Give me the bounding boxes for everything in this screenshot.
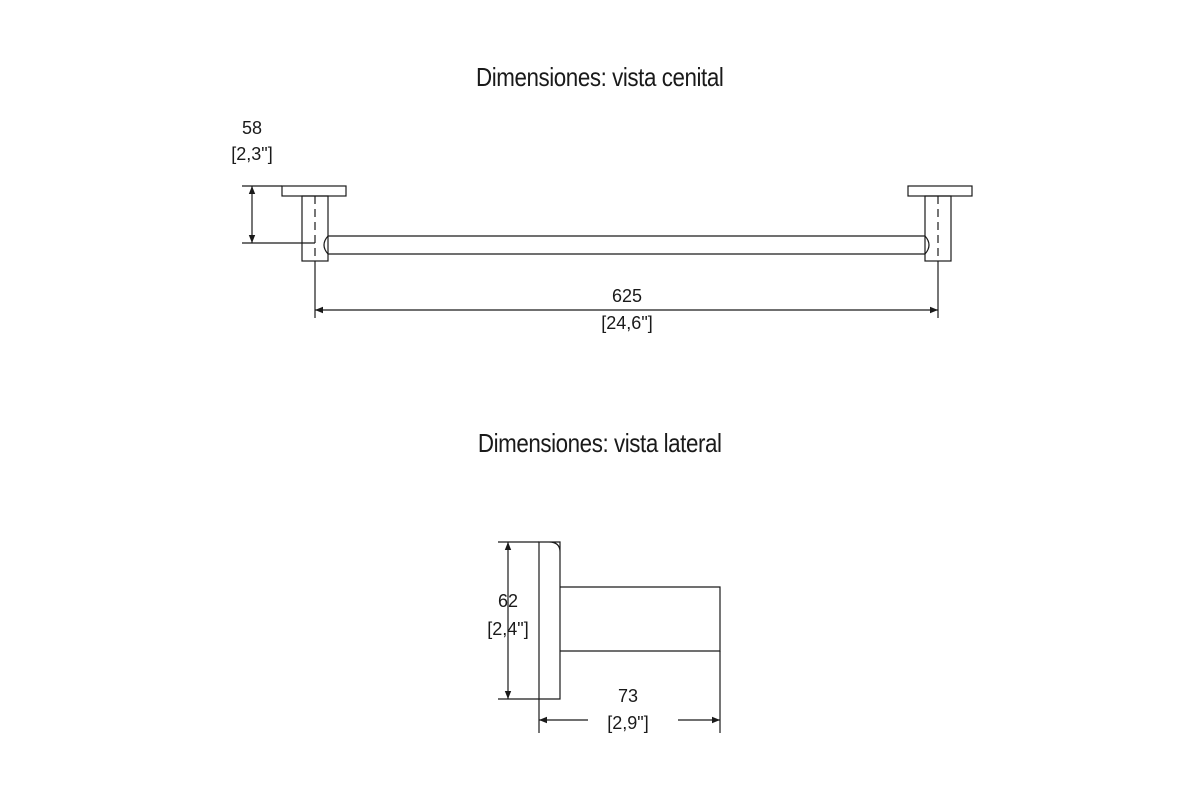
title-side-view: Dimensiones: vista lateral xyxy=(477,428,722,458)
height-in-label: [2,4"] xyxy=(487,619,528,639)
depth-mm-label: 58 xyxy=(242,118,262,138)
side-arm xyxy=(560,586,721,652)
side-view-drawing xyxy=(498,541,721,733)
right-flange xyxy=(907,185,973,197)
towel-bar xyxy=(323,235,930,255)
length-mm-label: 625 xyxy=(612,286,642,306)
left-flange xyxy=(281,185,347,197)
side-flange xyxy=(538,541,561,700)
projection-in-label: [2,9"] xyxy=(607,713,648,733)
depth-in-label: [2,3"] xyxy=(231,144,272,164)
height-mm-label: 62 xyxy=(498,591,518,611)
top-view-drawing xyxy=(242,185,973,318)
length-in-label: [24,6"] xyxy=(601,313,652,333)
title-top-view: Dimensiones: vista cenital xyxy=(476,62,724,92)
projection-mm-label: 73 xyxy=(618,686,638,706)
